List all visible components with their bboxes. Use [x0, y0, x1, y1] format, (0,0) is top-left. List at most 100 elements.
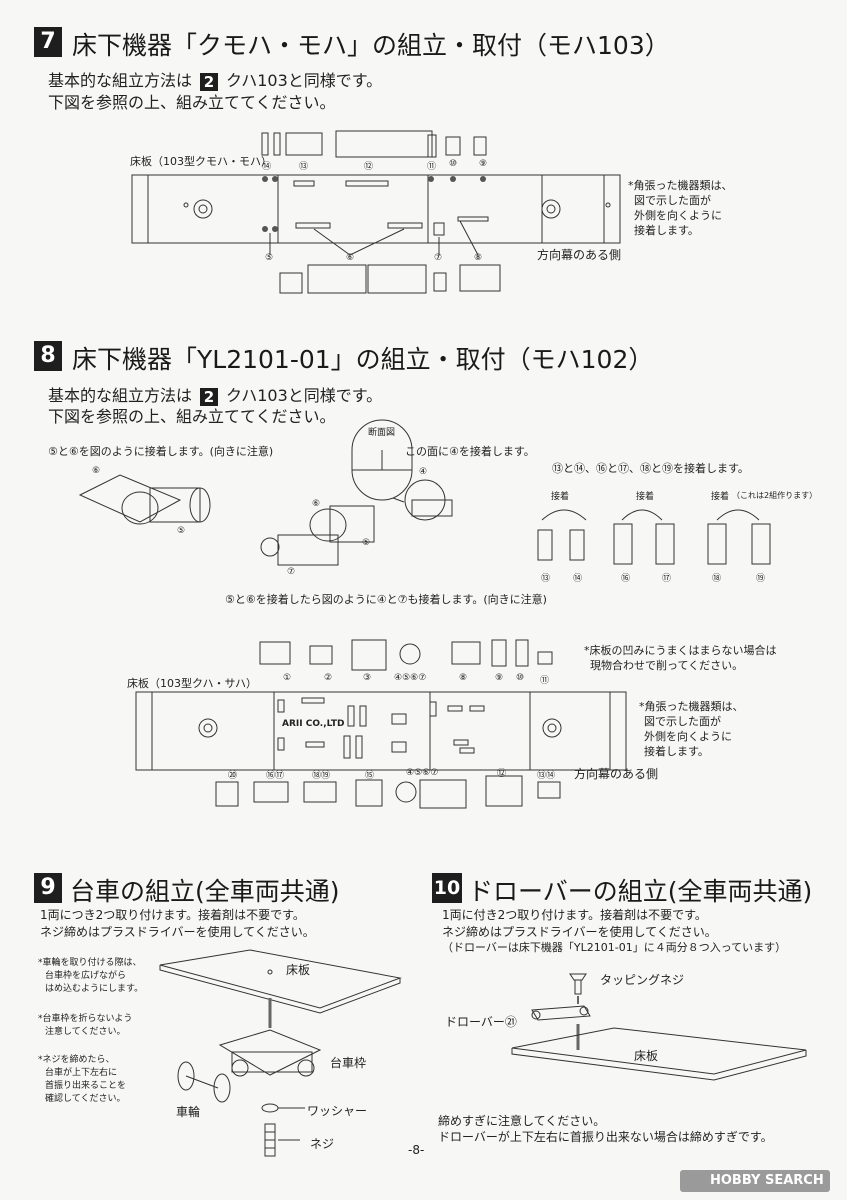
s7-part-14: ⑭ [262, 162, 272, 172]
s10-label-floor: 床板 [634, 1049, 659, 1063]
section-7-number: 7 [34, 27, 62, 57]
glue-pairs-diagram [537, 509, 771, 565]
s7-note-4: 接着します。 [634, 224, 699, 237]
s9-note2-1: *台車枠を折らないよう [38, 1014, 133, 1024]
s9-label-screw: ネジ [310, 1137, 335, 1151]
intro-text: 基本的な組立方法は [48, 71, 193, 90]
s8-pair-13: ⑬ [541, 574, 551, 584]
section-7-intro-line1: 基本的な組立方法は 2 クハ103と同様です。 [48, 70, 382, 91]
s8-bottom-4567: ④⑤⑥⑦ [406, 768, 439, 778]
s10-line2: ネジ締めはプラスドライバーを使用してください。 [442, 925, 717, 939]
s9-line1: 1両につき2つ取り付けます。接着剤は不要です。 [40, 908, 305, 922]
s8-bottom-15: ⑮ [365, 771, 375, 781]
s8-top-8: ⑧ [459, 673, 468, 683]
s9-note3-4: 確認してください。 [45, 1094, 126, 1104]
s9-note3-1: *ネジを締めたら、 [38, 1055, 115, 1065]
s9-note2-2: 注意してください。 [45, 1027, 126, 1037]
section-8-assembly-diagram [78, 419, 453, 566]
s7-part-8: ⑧ [474, 253, 483, 263]
s8-pair-17: ⑰ [662, 574, 672, 584]
s8-glue-label-3: 接着 [711, 492, 730, 502]
s8-part-6-left: ⑥ [92, 466, 101, 476]
section-7-title: 床下機器「クモハ・モハ」の組立・取付（モハ103） [72, 31, 670, 60]
s8-glue-note: （これは2組作ります） [732, 491, 818, 500]
s8-floor-label: 床板（103型クハ・サハ） [127, 677, 258, 690]
s8-top-3: ③ [363, 673, 372, 683]
s8-part-4-right: ④ [419, 467, 428, 477]
s7-part-7: ⑦ [434, 253, 443, 263]
s8-part-5-mid: ⑤ [362, 538, 371, 548]
intro-text: 基本的な組立方法は [48, 386, 193, 405]
s8-bottom-12: ⑫ [497, 769, 507, 779]
section-9-number: 9 [34, 873, 62, 903]
s8-bottom-20: ⑳ [228, 771, 238, 781]
s8-maker-mark: ARII CO.,LTD [282, 719, 345, 729]
s9-label-frame: 台車枠 [330, 1056, 367, 1070]
watermark-badge [680, 1170, 830, 1192]
s10-label-drawbar: ドローバー㉑ [445, 1015, 517, 1029]
s7-note-2: 図で示した面が [634, 194, 711, 207]
s9-label-wheel: 車輪 [176, 1105, 201, 1119]
bogie-diagram [159, 949, 402, 1157]
s8-top-4567: ④⑤⑥⑦ [394, 673, 427, 683]
section-7-floor-label: 床板（103型クモハ・モハ） [130, 155, 272, 168]
s9-note1-2: 台車枠を広げながら [45, 971, 127, 981]
intro-text-after: クハ103と同様です。 [226, 386, 383, 405]
s8-step4: ⑤と⑥を接着したら図のように④と⑦も接着します。(向きに注意) [225, 593, 547, 606]
s7-part-5: ⑤ [265, 253, 274, 263]
s8-part-5-left: ⑤ [177, 526, 186, 536]
s8-glue-label-2: 接着 [636, 492, 655, 502]
s7-part-10: ⑩ [449, 159, 458, 169]
intro-text-after: クハ103と同様です。 [226, 71, 383, 90]
s8-note-top-1: *床板の凹みにうまくはまらない場合は [584, 644, 777, 657]
s8-note-1: *角張った機器類は、 [639, 700, 744, 713]
s8-cross-section-label: 断面図 [368, 428, 396, 438]
s8-step2: この面に④を接着します。 [405, 445, 535, 458]
s10-label-screw: タッピングネジ [600, 973, 685, 987]
s9-label-washer: ワッシャー [307, 1104, 368, 1118]
s8-direction-label: 方向幕のある側 [574, 767, 659, 781]
section-7-intro-line2: 下図を参照の上、組み立ててください。 [48, 93, 336, 112]
s10-warn1: 締めすぎに注意してください。 [438, 1114, 606, 1128]
ref-number-badge: 2 [200, 387, 219, 406]
s7-part-12: ⑫ [364, 162, 374, 172]
s10-warn2: ドローバーが上下左右に首振り出来ない場合は締めすぎです。 [438, 1130, 773, 1144]
s7-part-13: ⑬ [299, 162, 309, 172]
s7-part-6: ⑥ [346, 253, 355, 263]
s8-glue-label-1: 接着 [551, 492, 570, 502]
s7-part-9: ⑨ [479, 159, 488, 169]
section-8-title: 床下機器「YL2101-01」の組立・取付（モハ102） [72, 345, 654, 374]
s8-part-7-mid: ⑦ [287, 567, 296, 577]
s8-top-10: ⑩ [516, 673, 525, 683]
s8-bottom-1617: ⑯⑰ [266, 771, 285, 781]
section-10-title: ドローバーの組立(全車両共通) [468, 877, 813, 906]
s7-part-11: ⑪ [427, 162, 437, 172]
s7-note-3: 外側を向くように [634, 209, 722, 222]
s10-line3: （ドローバーは床下機器「YL2101-01」に４両分８つ入っています） [442, 941, 787, 954]
s9-note3-2: 台車が上下左右に [45, 1068, 118, 1078]
watermark-text: HOBBY SEARCH [710, 1173, 824, 1188]
s8-step1: ⑤と⑥を図のように接着します。(向きに注意) [48, 445, 274, 458]
section-7-floor-diagram [131, 130, 621, 294]
s7-direction-label: 方向幕のある側 [537, 248, 622, 262]
section-8-intro-line1: 基本的な組立方法は 2 クハ103と同様です。 [48, 385, 382, 406]
section-9-title: 台車の組立(全車両共通) [70, 877, 340, 906]
s8-note-3: 外側を向くように [644, 730, 732, 743]
s8-top-11: ⑪ [540, 676, 550, 686]
s9-note1-1: *車輪を取り付ける際は、 [38, 958, 142, 968]
s8-pair-19: ⑲ [756, 574, 766, 584]
s8-step3: ⑬と⑭、⑯と⑰、⑱と⑲を接着します。 [552, 462, 749, 475]
s8-note-4: 接着します。 [644, 745, 709, 758]
section-8-intro-line2: 下図を参照の上、組み立ててください。 [48, 407, 336, 426]
s8-pair-16: ⑯ [621, 574, 631, 584]
s8-pair-14: ⑭ [573, 574, 583, 584]
section-8-floor-diagram [135, 639, 627, 809]
s9-label-floor: 床板 [286, 963, 311, 977]
s10-line1: 1両に付き2つ取り付けます。接着剤は不要です。 [442, 908, 707, 922]
ref-number-badge: 2 [200, 72, 219, 91]
section-8-number: 8 [34, 341, 62, 371]
s8-part-6-mid: ⑥ [312, 499, 321, 509]
page-number: -8- [408, 1143, 425, 1157]
s8-top-2: ② [324, 673, 333, 683]
s7-note-1: *角張った機器類は、 [628, 179, 733, 192]
